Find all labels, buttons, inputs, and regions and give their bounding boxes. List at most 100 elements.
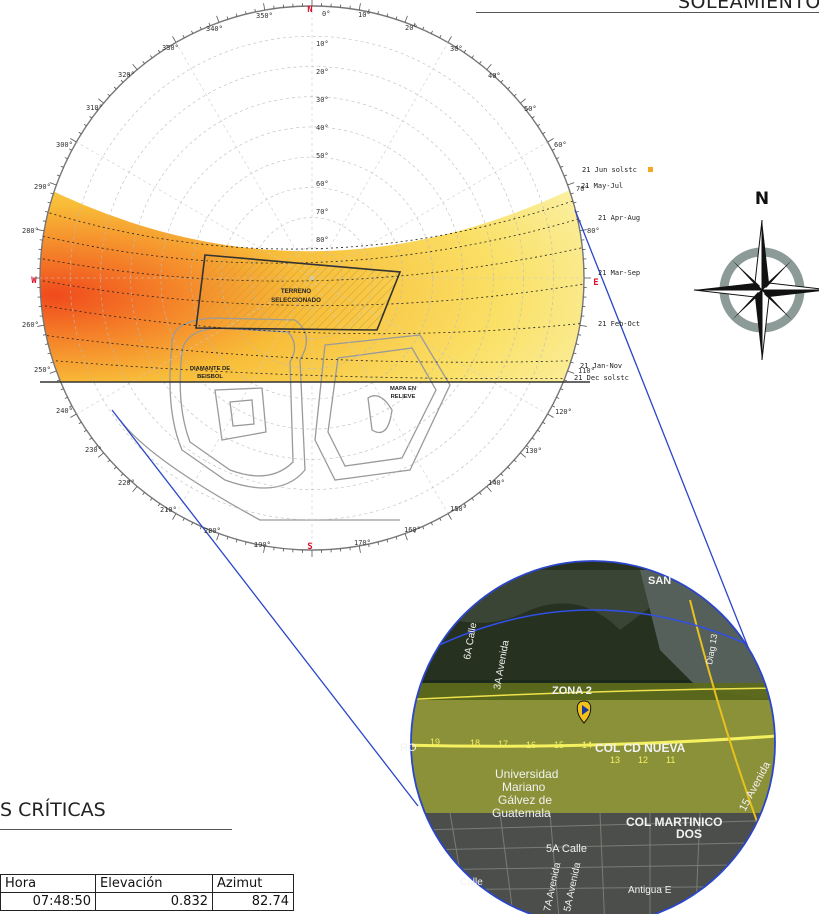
date-label-mar-sep: 21 Mar-Sep xyxy=(598,269,640,277)
azimuth-tick xyxy=(37,324,45,327)
azimuth-tick xyxy=(263,545,266,553)
map-hour-label: 16 xyxy=(526,740,536,750)
azimuth-tick xyxy=(542,421,546,425)
azimuth-label: 310° xyxy=(86,104,103,112)
azimuth-tick xyxy=(439,517,442,521)
azimuth-tick xyxy=(172,513,177,520)
azimuth-tick xyxy=(113,466,117,470)
azimuth-tick xyxy=(70,413,77,418)
azimuth-tick xyxy=(95,445,98,448)
azimuth-tick xyxy=(575,343,579,345)
azimuth-tick xyxy=(422,526,425,530)
azimuth-tick xyxy=(556,157,560,160)
azimuth-label: 80° xyxy=(587,227,600,235)
azimuth-tick xyxy=(386,13,389,17)
azimuth-tick xyxy=(573,352,577,355)
azimuth-label: 70° xyxy=(576,185,589,193)
azimuth-label: 220° xyxy=(118,479,135,487)
south-label: S xyxy=(307,542,312,552)
azimuth-label: 150° xyxy=(450,505,467,513)
map-hour-label: 12 xyxy=(638,755,648,765)
compass-rose-icon xyxy=(693,219,819,361)
azimuth-tick xyxy=(513,93,517,97)
azimuth-tick xyxy=(570,192,574,195)
azimuth-tick xyxy=(107,459,111,463)
azimuth-tick xyxy=(157,503,161,507)
azimuth-tick xyxy=(531,437,535,440)
azimuth-tick xyxy=(567,182,575,186)
table-cell: 0.832 xyxy=(95,892,213,911)
azimuth-label: 160° xyxy=(404,526,421,534)
map-label-ro: RO xyxy=(400,742,417,754)
column-header-azimut: Azimut xyxy=(212,874,294,893)
altitude-label: 10° xyxy=(316,40,329,48)
column-header-hora: Hora xyxy=(0,874,96,893)
azimuth-label: 50° xyxy=(524,105,537,113)
azimuth-tick xyxy=(127,479,131,483)
azimuth-tick xyxy=(89,116,93,119)
azimuth-tick xyxy=(471,497,474,501)
azimuth-label: 350° xyxy=(256,12,273,20)
azimuth-tick xyxy=(547,413,554,418)
azimuth-label: 200° xyxy=(204,527,221,535)
azimuth-tick xyxy=(60,165,64,168)
azimuth-tick xyxy=(165,508,169,512)
map-hour-label: 19 xyxy=(430,737,440,747)
azimuth-tick xyxy=(556,396,560,399)
azimuth-tick xyxy=(150,55,153,59)
azimuth-tick xyxy=(208,22,211,26)
azimuth-tick xyxy=(78,421,82,425)
location-pin-icon xyxy=(576,700,592,724)
azimuth-tick xyxy=(479,492,482,495)
azimuth-tick xyxy=(42,334,47,336)
azimuth-tick xyxy=(98,452,104,458)
azimuth-tick xyxy=(430,30,433,34)
azimuth-tick xyxy=(567,370,575,374)
map-hour-label: 15 xyxy=(554,740,564,750)
altitude-label: 80° xyxy=(316,236,329,244)
azimuth-tick xyxy=(520,452,526,458)
map-label-5a-calle: 5A Calle xyxy=(546,843,587,855)
azimuth-tick xyxy=(45,211,49,213)
table-cell: 82.74 xyxy=(212,892,294,911)
azimuth-tick xyxy=(226,536,229,540)
azimuth-tick xyxy=(368,8,370,13)
azimuth-tick xyxy=(182,35,185,39)
azimuth-tick xyxy=(358,545,361,553)
azimuth-tick xyxy=(60,388,64,391)
date-label-apr-aug: 21 Apr-Aug xyxy=(598,214,640,222)
map-outline xyxy=(410,560,776,914)
azimuth-tick xyxy=(463,49,467,53)
azimuth-tick xyxy=(507,466,511,470)
azimuth-tick xyxy=(69,148,73,151)
azimuth-tick xyxy=(64,157,68,160)
azimuth-tick xyxy=(89,437,93,440)
azimuth-tick xyxy=(263,3,266,11)
azimuth-label: 320° xyxy=(118,71,135,79)
azimuth-tick xyxy=(507,86,511,90)
east-label: E xyxy=(593,278,598,288)
map-label-san: SAN xyxy=(648,575,671,587)
azimuth-tick xyxy=(386,539,389,543)
azimuth-tick xyxy=(526,445,529,448)
projection-lines xyxy=(111,209,751,807)
azimuth-tick xyxy=(447,36,452,43)
azimuth-tick xyxy=(208,530,211,534)
azimuth-label: 260° xyxy=(22,321,39,329)
azimuth-tick xyxy=(78,131,82,135)
azimuth-tick xyxy=(56,379,60,382)
terreno-label-2: SELECCIONADO xyxy=(271,297,321,304)
azimuth-tick xyxy=(377,541,379,545)
azimuth-tick xyxy=(127,73,131,77)
azimuth-tick xyxy=(191,522,194,526)
map-hour-label: 13 xyxy=(610,755,620,765)
azimuth-tick xyxy=(395,16,398,20)
azimuth-tick xyxy=(172,36,177,43)
diamante-label-1: DIAMANTE DE xyxy=(190,366,230,372)
date-label-feb-oct: 21 Feb-Oct xyxy=(598,320,640,328)
map-label-universidad-2: Mariano xyxy=(502,780,546,794)
azimuth-tick xyxy=(455,44,459,48)
azimuth-label: 250° xyxy=(34,366,51,374)
azimuth-tick xyxy=(235,13,238,17)
azimuth-tick xyxy=(98,98,104,104)
